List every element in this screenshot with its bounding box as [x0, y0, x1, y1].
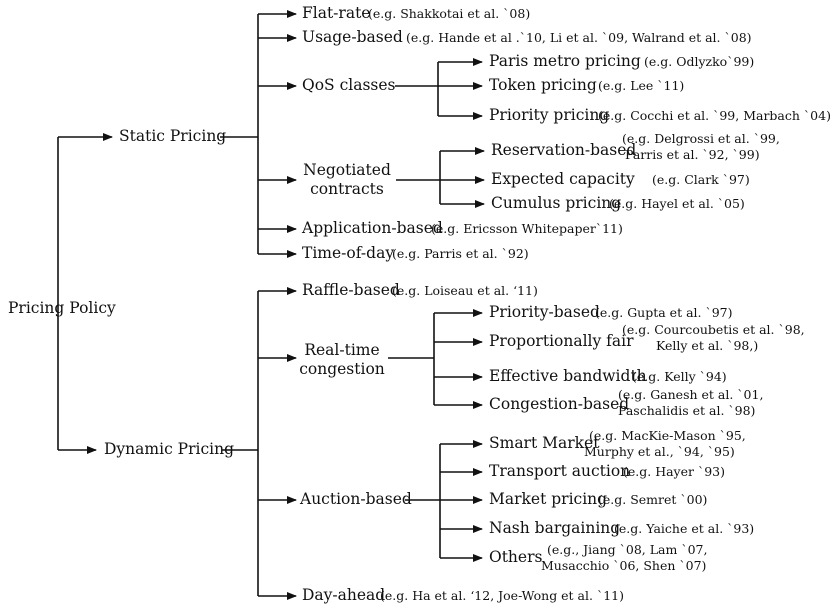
- day-ahead-label: Day-ahead: [302, 586, 386, 604]
- congestion-based-label: Congestion-based: [489, 395, 630, 413]
- transport-auction-ref: (e.g. Hayer `93): [623, 464, 725, 479]
- token-pricing-ref: (e.g. Lee `11): [598, 78, 685, 93]
- dynamic-pricing-label: Dynamic Pricing: [104, 440, 235, 458]
- realtime-label-line1: Real-time: [304, 341, 380, 359]
- priority-based-label: Priority-based: [489, 303, 600, 321]
- proportional-ref-line1: (e.g. Courcoubetis et al. `98,: [622, 322, 805, 337]
- flat-rate-ref: (e.g. Shakkotai et al. `08): [368, 6, 531, 21]
- others-ref-line2: Musacchio `06, Shen `07): [541, 558, 707, 573]
- paris-metro-ref: (e.g. Odlyzko`99): [644, 54, 755, 69]
- root-label: Pricing Policy: [8, 299, 116, 317]
- reservation-ref-line1: (e.g. Delgrossi et al. `99,: [622, 131, 780, 146]
- time-of-day-ref: (e.g. Parris et al. `92): [392, 246, 529, 261]
- proportional-label: Proportionally fair: [489, 332, 634, 350]
- smart-market-label: Smart Market: [489, 434, 600, 452]
- day-ahead-ref: (e.g. Ha et al. ‘12, Joe-Wong et al. `11…: [380, 588, 624, 603]
- token-pricing-label: Token pricing: [489, 76, 597, 94]
- paris-metro-label: Paris metro pricing: [489, 52, 641, 70]
- raffle-label: Raffle-based: [302, 281, 400, 299]
- congestion-ref-line2: Paschalidis et al. `98): [618, 403, 756, 418]
- nash-bargaining-label: Nash bargaining: [489, 519, 621, 537]
- cumulus-ref: (e.g. Hayel et al. `05): [609, 196, 745, 211]
- connector-lines: [57, 10, 485, 600]
- qos-classes-label: QoS classes: [302, 76, 396, 94]
- market-pricing-ref: (e.g. Semret `00): [598, 492, 708, 507]
- priority-pricing-label: Priority pricing: [489, 106, 610, 124]
- flat-rate-label: Flat-rate: [302, 4, 371, 22]
- smart-market-ref-line1: (e.g. MacKie-Mason `95,: [589, 428, 746, 443]
- others-label: Others: [489, 548, 543, 566]
- transport-auction-label: Transport auction: [489, 462, 631, 480]
- priority-pricing-ref: (e.g. Cocchi et al. `99, Marbach `04): [598, 108, 831, 123]
- time-of-day-label: Time-of-day: [302, 244, 395, 262]
- static-pricing-label: Static Pricing: [119, 127, 227, 145]
- pricing-policy-diagram: Pricing Policy Static Pricing Flat-rate …: [8, 4, 831, 604]
- smart-market-ref-line2: Murphy et al., `94, `95): [584, 444, 735, 459]
- application-based-ref: (e.g. Ericsson Whitepaper`11): [431, 221, 623, 236]
- nash-bargaining-ref: (e.g. Yaiche et al. `93): [614, 521, 755, 536]
- usage-based-ref: (e.g. Hande et al .`10, Li et al. `09, W…: [406, 30, 752, 45]
- reservation-ref-line2: Parris et al. `92, `99): [625, 147, 760, 162]
- negotiated-label-line2: contracts: [310, 180, 384, 198]
- priority-based-ref: (e.g. Gupta et al. `97): [595, 305, 733, 320]
- application-based-label: Application-based: [302, 219, 443, 237]
- usage-based-label: Usage-based: [302, 28, 403, 46]
- expected-capacity-label: Expected capacity: [491, 170, 635, 188]
- auction-based-label: Auction-based: [300, 490, 412, 508]
- market-pricing-label: Market pricing: [489, 490, 608, 508]
- expected-capacity-ref: (e.g. Clark `97): [652, 172, 750, 187]
- raffle-ref: (e.g. Loiseau et al. ‘11): [392, 283, 538, 298]
- realtime-label-line2: congestion: [299, 360, 385, 378]
- congestion-ref-line1: (e.g. Ganesh et al. `01,: [618, 387, 764, 402]
- negotiated-label-line1: Negotiated: [303, 161, 391, 179]
- effective-bandwidth-label: Effective bandwidth: [489, 367, 647, 385]
- effective-bandwidth-ref: (e.g. Kelly `94): [632, 369, 727, 384]
- proportional-ref-line2: Kelly et al. `98,): [656, 338, 759, 353]
- reservation-label: Reservation-based: [491, 141, 637, 159]
- cumulus-label: Cumulus pricing: [491, 194, 622, 212]
- others-ref-line1: (e.g., Jiang `08, Lam `07,: [547, 542, 708, 557]
